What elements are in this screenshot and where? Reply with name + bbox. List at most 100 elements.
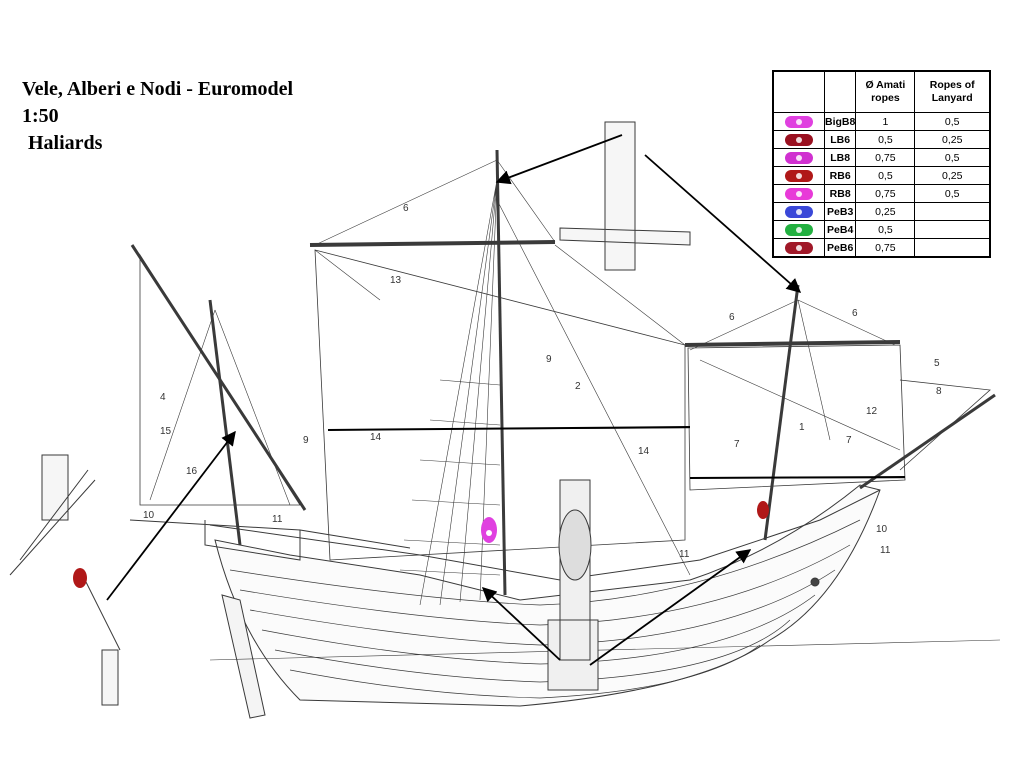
legend-lanyard-value: 0,25 xyxy=(914,166,990,185)
rope-line-14 xyxy=(327,426,691,431)
label-5: 5 xyxy=(934,358,940,369)
fore-sail xyxy=(687,344,906,491)
main-yard xyxy=(309,240,556,247)
legend-code: LB6 xyxy=(823,130,857,149)
big-block-icon xyxy=(785,115,813,128)
arrow-to-fore-top xyxy=(644,154,802,293)
label-6-fore-right: 6 xyxy=(852,308,858,319)
label-11-fore: 11 xyxy=(880,545,891,556)
label-14-right: 14 xyxy=(638,446,650,457)
label-7-left: 7 xyxy=(734,439,740,450)
label-16: 16 xyxy=(186,466,198,477)
legend-icon-cell xyxy=(773,202,825,221)
legend-amati-value: 0,75 xyxy=(855,148,916,167)
mizzen-halliard-block-icon xyxy=(73,568,87,588)
long-block-icon xyxy=(785,133,813,146)
label-12: 12 xyxy=(866,406,878,417)
legend-lanyard-value: 0,5 xyxy=(914,112,990,131)
label-10-fore: 10 xyxy=(876,524,888,535)
subtitle: Haliards xyxy=(28,132,103,154)
legend-icon-cell xyxy=(773,238,825,257)
title-block: Vele, Alberi e Nodi - Euromodel 1:50 Hal… xyxy=(22,76,293,157)
ship-drawing xyxy=(9,121,1001,719)
sprit-sail xyxy=(899,379,991,471)
label-6-fore-left: 6 xyxy=(729,312,735,323)
legend-amati-value: 0,75 xyxy=(855,238,916,257)
arrow-to-main-top xyxy=(495,134,623,185)
deck-rail xyxy=(209,489,881,581)
legend-code: RB8 xyxy=(823,184,857,203)
pear-block-icon xyxy=(785,205,813,218)
highlighted-blocks xyxy=(73,501,769,588)
mizzenmast xyxy=(208,299,242,546)
fore-halliard-block-icon xyxy=(757,501,769,519)
main-halliard-block-sheave xyxy=(486,530,492,536)
legend-icon-cell xyxy=(773,220,825,239)
aft-castle xyxy=(129,519,411,561)
label-2: 2 xyxy=(575,381,581,392)
label-4: 4 xyxy=(160,392,166,403)
label-11-mid: 11 xyxy=(679,549,690,560)
rudder xyxy=(221,594,266,719)
foremast xyxy=(763,284,800,541)
label-15: 15 xyxy=(160,426,172,437)
pear-block-icon xyxy=(785,223,813,236)
legend-icon-cell xyxy=(773,184,825,203)
legend-code: PeB6 xyxy=(823,238,857,257)
pear-block-icon xyxy=(785,241,813,254)
legend-icon-cell xyxy=(773,130,825,149)
waterline xyxy=(209,639,1001,661)
legend-lanyard-value xyxy=(914,202,990,221)
tackle-block-center xyxy=(558,509,592,581)
round-block-icon xyxy=(785,187,813,200)
legend-header-lanyard: Ropes of Lanyard xyxy=(914,71,990,113)
legend-amati-value: 0,5 xyxy=(855,166,916,185)
legend-lanyard-value: 0,25 xyxy=(914,130,990,149)
mizzen-sail xyxy=(139,253,301,506)
round-block-icon xyxy=(785,169,813,182)
long-block-icon xyxy=(785,151,813,164)
main-sail xyxy=(314,249,686,561)
legend-lanyard-value: 0,5 xyxy=(914,148,990,167)
bowsprit xyxy=(859,393,996,490)
legend-amati-value: 0,25 xyxy=(855,202,916,221)
hawse-hole xyxy=(810,577,820,587)
hull-planking xyxy=(229,519,861,699)
legend-code: RB6 xyxy=(823,166,857,185)
scale-label: 1:50 xyxy=(22,105,59,127)
diagram-number-labels: 6 13 9 2 14 14 4 15 16 9 10 11 11 6 6 5 … xyxy=(143,203,942,560)
arrow-to-mizzen xyxy=(106,430,236,601)
legend-code: PeB4 xyxy=(823,220,857,239)
mainmast xyxy=(495,149,507,596)
legend-header-code xyxy=(823,71,857,113)
legend-icon-cell xyxy=(773,112,825,131)
label-9-main: 9 xyxy=(546,354,552,365)
legend-icon-cell xyxy=(773,166,825,185)
callout-arrows xyxy=(106,134,802,666)
tackle-inset-left xyxy=(9,454,121,706)
legend-header-amati: Ø Amati ropes xyxy=(855,71,916,113)
label-11-aft: 11 xyxy=(272,514,283,525)
label-9-aft: 9 xyxy=(303,435,309,446)
legend-lanyard-value xyxy=(914,220,990,239)
hull-outline xyxy=(214,484,881,707)
legend-code: LB8 xyxy=(823,148,857,167)
shrouds xyxy=(399,179,501,606)
legend-icon-cell xyxy=(773,148,825,167)
label-6-main: 6 xyxy=(403,203,409,214)
legend-amati-value: 0,5 xyxy=(855,220,916,239)
arrow-to-fore-block xyxy=(589,549,752,666)
arrow-to-main-block xyxy=(481,587,561,661)
label-14-left: 14 xyxy=(370,432,382,443)
legend-amati-value: 0,75 xyxy=(855,184,916,203)
rope-line-12 xyxy=(689,476,906,479)
